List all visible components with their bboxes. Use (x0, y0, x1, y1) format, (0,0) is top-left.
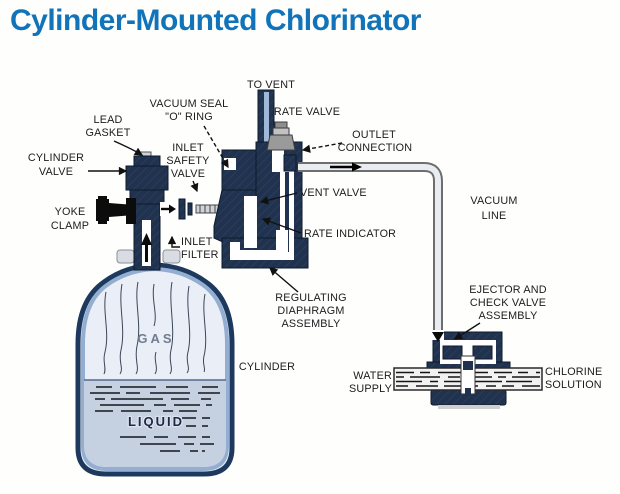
oring-notch (224, 158, 236, 170)
inlet-channel (160, 198, 232, 220)
label-inlet-filter-2: FILTER (181, 249, 219, 261)
label-yoke-clamp-1: YOKE (55, 206, 86, 218)
leader-regulating (269, 267, 299, 293)
diaphragm-channel-v (230, 242, 240, 260)
outlet-fitting (272, 148, 284, 172)
tube-inner (298, 164, 441, 333)
leader-inlet-safety-valve (190, 180, 199, 193)
page-title: Cylinder-Mounted Chlorinator (10, 4, 421, 37)
labels: TO VENT VACUUM SEAL "O" RING RATE VALVE … (28, 79, 602, 430)
outlet-coupling (283, 154, 297, 172)
label-gas: GAS (137, 331, 174, 346)
rate-indicator-tube (285, 172, 289, 252)
ejector-assembly (393, 330, 543, 409)
leader-outlet-connection (301, 142, 343, 153)
label-inlet-safety-3: VALVE (171, 168, 205, 180)
yoke-bracket (126, 198, 136, 224)
label-outlet-connection-2: CONNECTION (338, 142, 413, 154)
tank-inner-highlight (81, 266, 229, 471)
label-water-supply-2: SUPPLY (349, 383, 392, 395)
neck-shoulder-right (162, 249, 181, 264)
label-rate-valve: RATE VALVE (274, 106, 340, 118)
leader-vent-valve (259, 192, 298, 205)
yoke-clamp-part (96, 196, 136, 224)
label-regulating-3: ASSEMBLY (281, 318, 340, 330)
gasket-washer (178, 198, 186, 220)
gas-squiggles (103, 281, 207, 375)
cylinder-valve-assembly (125, 151, 169, 271)
yoke-head (96, 199, 109, 221)
label-vacuum-seal-1: VACUUM SEAL (150, 98, 229, 110)
label-vacuum-seal-2: "O" RING (165, 111, 213, 123)
filter-plug (187, 202, 193, 216)
threaded-shaft (195, 204, 223, 214)
label-inlet-safety-2: SAFETY (166, 155, 209, 167)
label-chlorine-solution-1: CHLORINE (545, 366, 602, 378)
knob-base (266, 134, 296, 151)
label-water-supply-1: WATER (353, 370, 392, 382)
knob-mid (272, 127, 290, 136)
label-yoke-clamp-2: CLAMP (51, 220, 89, 232)
label-cylinder-valve-1: CYLINDER (28, 152, 84, 164)
leader-vacuum-seal (203, 125, 229, 169)
label-lead-gasket-2: GASKET (86, 127, 131, 139)
nozzle-tip (465, 388, 471, 396)
label-regulating-1: REGULATING (275, 292, 346, 304)
check-valve-right (472, 345, 493, 360)
vacuum-line-tube (298, 162, 443, 333)
diaphragm-channel-h (230, 250, 288, 260)
label-liquid: LIQUID (128, 414, 184, 429)
valve-step (129, 189, 165, 205)
leader-ejector (453, 322, 481, 340)
tank-liquid (84, 380, 226, 467)
leader-inlet-filter (167, 235, 180, 248)
vent-valve-slot (244, 196, 257, 248)
label-ejector-1: EJECTOR AND (469, 284, 547, 296)
flow-up-arrow-head (141, 233, 152, 245)
neck-shoulder-left (116, 249, 135, 264)
label-cylinder: CYLINDER (239, 361, 295, 373)
diaphragm-channel-r (276, 230, 288, 258)
ejector-shadow (438, 405, 500, 409)
nozzle-seat (463, 361, 473, 370)
label-vacuum-line-1: VACUUM (470, 195, 517, 207)
liquid-dashes (90, 386, 220, 452)
label-outlet-connection-1: OUTLET (352, 129, 396, 141)
label-to-vent: TO VENT (247, 79, 295, 91)
yoke-head-notch-bot (98, 220, 107, 224)
cylinder-tank (75, 249, 235, 477)
label-cylinder-valve-2: VALVE (39, 166, 73, 178)
tube-flow-arrow-head (352, 162, 362, 172)
label-vacuum-line-2: LINE (482, 210, 507, 222)
channel-arrow-head (169, 204, 176, 214)
label-regulating-2: DIAPHRAGM (277, 305, 344, 317)
leader-rate-indicator (261, 217, 302, 234)
label-vent-valve: VENT VALVE (300, 187, 367, 199)
label-rate-indicator: RATE INDICATOR (304, 228, 396, 240)
label-ejector-2: CHECK VALVE (470, 297, 546, 309)
label-ejector-3: ASSEMBLY (478, 310, 537, 322)
check-valve-left (442, 345, 463, 360)
label-chlorine-solution-2: SOLUTION (545, 379, 602, 391)
rate-valve-knob (266, 121, 296, 151)
label-inlet-filter-1: INLET (181, 236, 213, 248)
valve-flange (125, 165, 169, 191)
yoke-head-notch-top (98, 196, 107, 200)
label-lead-gasket-1: LEAD (93, 114, 122, 126)
ejector-inlet-arrow (432, 332, 444, 342)
leader-lead-gasket (113, 140, 144, 156)
label-inlet-safety-1: INLET (172, 142, 204, 154)
leader-lines (88, 125, 481, 340)
regulator-body (213, 141, 309, 269)
